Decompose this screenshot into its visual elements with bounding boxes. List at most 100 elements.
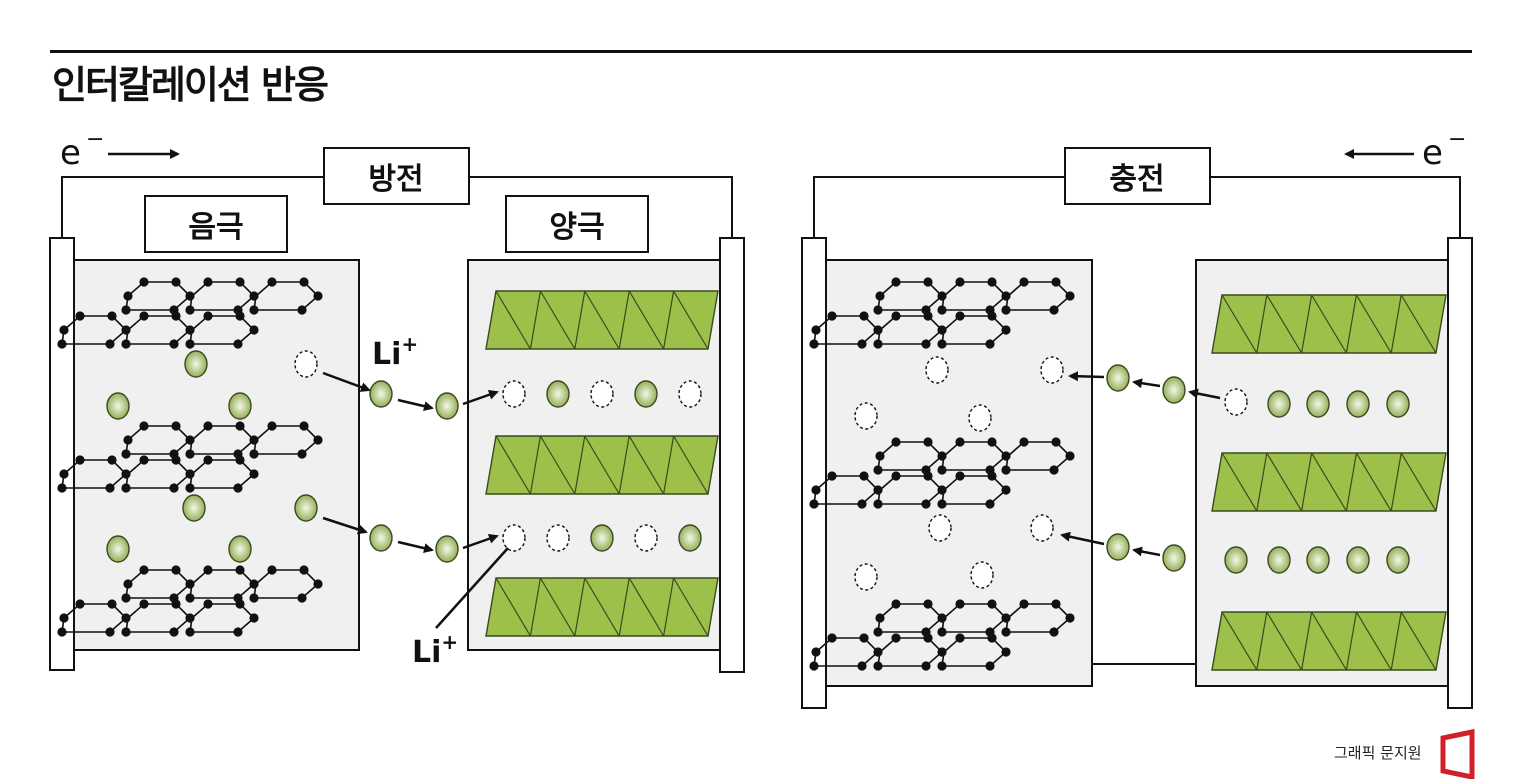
carbon-atom (185, 483, 195, 493)
lithium-ion (546, 380, 570, 408)
carbon-atom (809, 661, 819, 671)
oxide-diagonal (584, 290, 620, 350)
lithium-ion (1267, 546, 1291, 574)
carbon-atom (203, 599, 213, 609)
carbon-atom (923, 311, 933, 321)
carbon-atom (1065, 451, 1075, 461)
charge-cathode-current-collector (1447, 237, 1473, 709)
oxide-divider (1390, 294, 1402, 354)
oxide-divider (529, 290, 541, 350)
lithium-vacancy (928, 514, 952, 542)
oxide-diagonal (539, 577, 576, 637)
carbon-atom (937, 613, 947, 623)
lithium-vacancy (546, 524, 570, 552)
carbon-atom (171, 455, 181, 465)
carbon-atom (123, 579, 133, 589)
oxide-diagonal (1400, 611, 1437, 671)
ion-label-bottom-pointer (435, 547, 509, 629)
carbon-atom (235, 311, 245, 321)
carbon-atom (169, 483, 179, 493)
oxide-divider (1256, 294, 1268, 354)
oxide-diagonal (1355, 452, 1392, 512)
carbon-atom (859, 633, 869, 643)
carbon-atom (249, 435, 259, 445)
carbon-atom (891, 277, 901, 287)
oxide-diagonal (584, 577, 620, 637)
carbon-atom (299, 277, 309, 287)
carbon-atom (171, 311, 181, 321)
oxide-diagonal (628, 290, 665, 350)
carbon-atom (297, 593, 307, 603)
carbon-atom (955, 437, 965, 447)
carbon-atom (987, 437, 997, 447)
carbon-atom (923, 599, 933, 609)
carbon-atom (203, 455, 213, 465)
lithium-ion (590, 524, 614, 552)
anode-label: 음극 (188, 210, 243, 245)
anode-label-box (144, 195, 288, 253)
carbon-atom (249, 305, 259, 315)
carbon-atom (107, 455, 117, 465)
carbon-atom (185, 305, 195, 315)
carbon-atom (875, 291, 885, 301)
carbon-atom (891, 311, 901, 321)
charge-label-box (1064, 147, 1211, 205)
lithium-vacancy (678, 380, 702, 408)
carbon-atom (857, 499, 867, 509)
carbon-atom (827, 471, 837, 481)
cathode-oxide-layers (485, 290, 719, 637)
carbon-atom (1049, 465, 1059, 475)
carbon-atom (121, 339, 131, 349)
carbon-atom (873, 465, 883, 475)
carbon-atom (171, 565, 181, 575)
ion-arrow (397, 540, 434, 554)
carbon-atom (921, 339, 931, 349)
carbon-atom (873, 325, 883, 335)
cathode-label-box (505, 195, 649, 253)
oxide-layer (485, 290, 719, 350)
carbon-atom (59, 613, 69, 623)
oxide-diagonal (673, 577, 709, 637)
carbon-atom (937, 627, 947, 637)
carbon-atom (873, 339, 883, 349)
lithium-ion (369, 524, 393, 552)
carbon-atom (985, 661, 995, 671)
carbon-atom (171, 421, 181, 431)
lithium-vacancy (294, 350, 318, 378)
carbon-atom (1001, 451, 1011, 461)
carbon-atom (1001, 465, 1011, 475)
carbon-atom (105, 339, 115, 349)
lithium-ion (369, 380, 393, 408)
carbon-atom (857, 661, 867, 671)
lithium-ion (1224, 546, 1248, 574)
oxide-diagonal (495, 577, 531, 637)
carbon-atom (185, 469, 195, 479)
oxide-layer (485, 435, 719, 495)
carbon-atom (267, 277, 277, 287)
carbon-atom (249, 579, 259, 589)
carbon-atom (859, 311, 869, 321)
carbon-atom (299, 421, 309, 431)
oxide-diagonal (628, 435, 665, 495)
lithium-ion (1162, 544, 1186, 572)
lithium-vacancy (968, 404, 992, 432)
carbon-atom (249, 593, 259, 603)
oxide-divider (663, 435, 675, 495)
lithium-vacancy (1224, 388, 1248, 416)
carbon-atom (203, 565, 213, 575)
carbon-atom (185, 449, 195, 459)
carbon-atom (139, 599, 149, 609)
carbon-atom (811, 485, 821, 495)
charge-anode-graphite-layers (809, 277, 1075, 671)
oxide-divider (618, 290, 630, 350)
carbon-atom (185, 291, 195, 301)
oxide-diagonal (1266, 611, 1303, 671)
carbon-atom (937, 339, 947, 349)
carbon-atom (1065, 613, 1075, 623)
oxide-divider (1256, 611, 1268, 671)
graphite-sheet (57, 565, 323, 637)
publisher-logo-icon (1440, 728, 1475, 779)
discharge-label: 방전 (368, 162, 423, 197)
lithium-vacancy (925, 356, 949, 384)
carbon-atom (875, 451, 885, 461)
